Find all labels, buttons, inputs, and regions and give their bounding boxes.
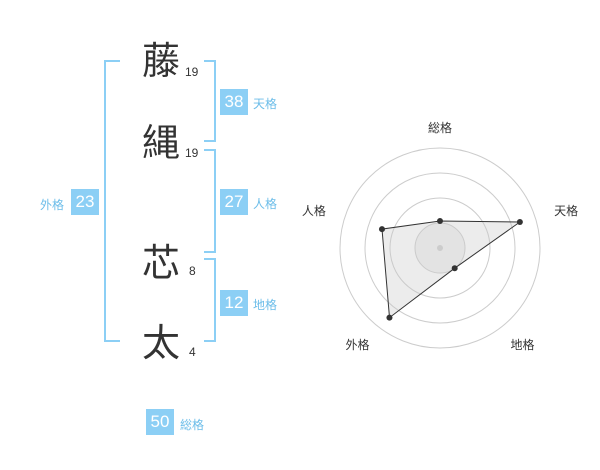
tenkaku-bracket	[204, 60, 216, 142]
radar-ring	[389, 197, 491, 299]
chikaku-label: 地格	[253, 298, 278, 312]
radar-point	[378, 226, 385, 233]
kanji-4: 太	[141, 321, 180, 365]
radar-axis-label: 地格	[511, 337, 535, 352]
radar-axis-label: 天格	[554, 203, 578, 218]
jinkaku-label: 人格	[253, 197, 278, 211]
chikaku-value: 12	[220, 290, 248, 316]
radar-axis-label: 総格	[428, 120, 452, 135]
jinkaku-bracket	[204, 149, 216, 253]
radar-center	[437, 245, 443, 251]
kanji-1-strokes: 19	[185, 65, 199, 79]
kanji-3-strokes: 8	[189, 264, 196, 278]
radar-point	[451, 265, 458, 272]
kanji-2-strokes: 19	[185, 146, 199, 160]
radar-points	[378, 218, 523, 321]
soukaku-value: 50	[146, 409, 174, 435]
kanji-2: 縄	[141, 121, 180, 165]
soukaku-label: 総格	[180, 418, 205, 432]
kanji-1: 藤	[141, 39, 180, 83]
radar-area	[381, 220, 522, 319]
tenkaku-label: 天格	[253, 97, 278, 111]
radar-point	[516, 219, 523, 226]
kanji-3: 芯	[141, 241, 180, 285]
radar-point	[386, 314, 393, 321]
radar-axis-label: 外格	[345, 337, 369, 352]
radar-point	[437, 218, 443, 224]
jinkaku-value: 27	[220, 189, 248, 215]
gaikaku-bracket	[104, 60, 120, 342]
radar-ring	[339, 147, 541, 349]
radar-axis-label: 人格	[302, 203, 326, 218]
gaikaku-value: 23	[71, 189, 99, 215]
kanji-4-strokes: 4	[189, 345, 196, 359]
tenkaku-value: 38	[220, 89, 248, 115]
radar-ring	[364, 172, 516, 324]
gaikaku-label: 外格	[40, 198, 65, 212]
chikaku-bracket	[204, 258, 216, 342]
